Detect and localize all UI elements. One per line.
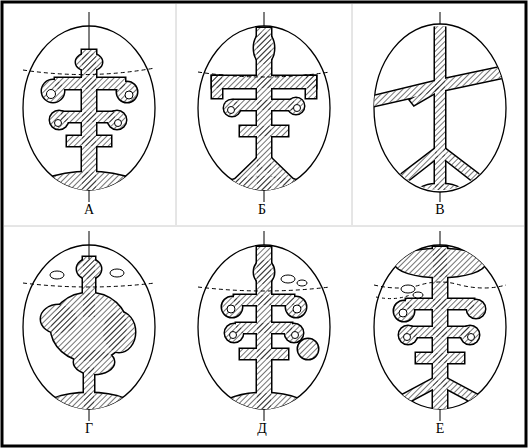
panel-letter: Е bbox=[436, 422, 445, 436]
skull-panel-v bbox=[374, 12, 506, 202]
panel-dividers bbox=[4, 4, 524, 226]
skull-panel-a bbox=[23, 12, 155, 224]
skull-panel-e bbox=[374, 231, 506, 421]
panel-letter: Д bbox=[257, 422, 267, 436]
panel-letter: Б bbox=[258, 203, 266, 217]
skull-panel-b bbox=[198, 12, 330, 220]
panel-letter: Г bbox=[85, 422, 93, 436]
panel-letter: А bbox=[84, 203, 94, 217]
skull-panel-d bbox=[198, 231, 330, 437]
skull-panel-g bbox=[23, 231, 155, 433]
panel-letter: В bbox=[435, 203, 444, 217]
